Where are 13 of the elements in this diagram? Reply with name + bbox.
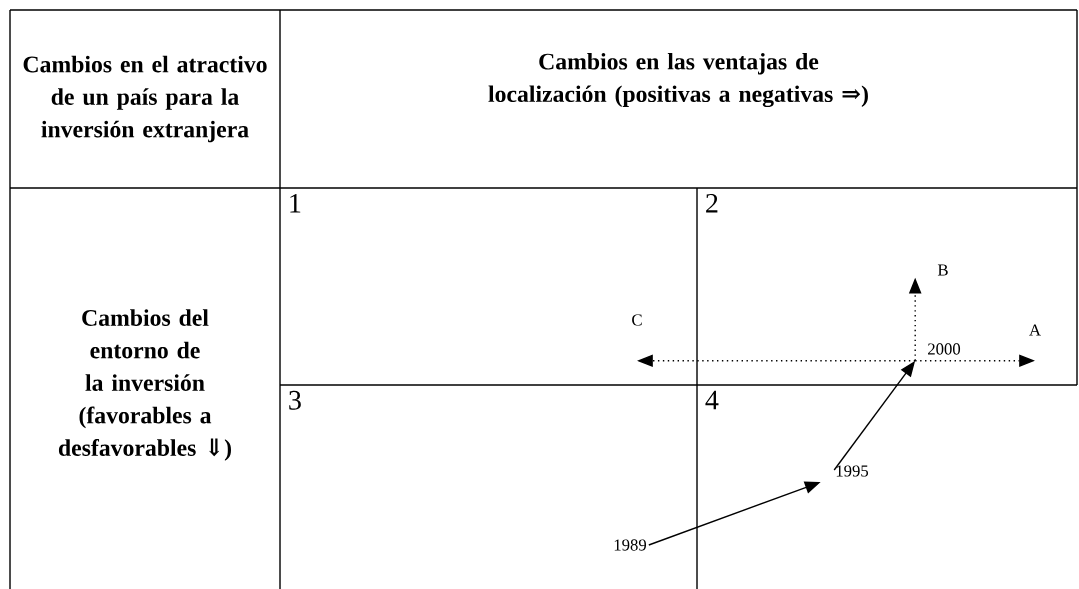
year-label: 1989: [614, 539, 646, 551]
quadrant-number: 2: [706, 193, 718, 213]
direction-label: C: [632, 314, 642, 326]
row-header-cell: Cambios del entorno de la inversión (favorables a desfavorables ⇓): [58, 309, 231, 461]
year-label: 1995: [836, 465, 869, 477]
direction-label: B: [937, 264, 948, 276]
header-cell: Cambios en el atractivo de un país para la inversión extranjera: [23, 55, 267, 143]
quadrant-number: 3: [289, 390, 301, 410]
direction-label: A: [1029, 324, 1041, 336]
year-label: 2000: [928, 343, 961, 355]
header-cell: Cambios en las ventajas de localización (positivas a negativas ⇒): [488, 52, 868, 108]
quadrant-number: 4: [705, 390, 719, 410]
quadrant-number: 1: [290, 193, 301, 213]
